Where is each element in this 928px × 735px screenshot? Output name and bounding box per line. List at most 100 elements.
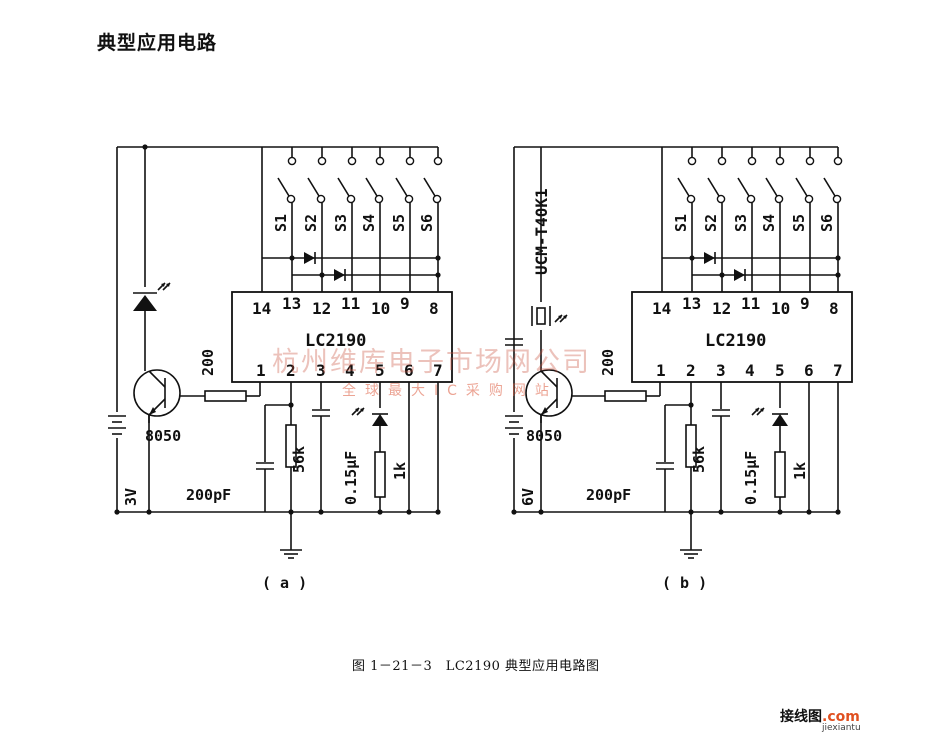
switch-label-S5: S5 [790, 214, 808, 232]
ic-pin-top-14: 14 [252, 299, 271, 318]
led-diode [704, 252, 715, 264]
junction-dot [318, 509, 324, 515]
switch-blade [823, 177, 836, 197]
led-diode [372, 414, 388, 426]
switch-contact [287, 156, 297, 166]
switch-contact [432, 194, 442, 204]
ic-pin-bottom-2: 2 [286, 361, 296, 380]
switch-contact [687, 156, 697, 166]
junction-dot [538, 509, 544, 515]
resistor-1k [374, 451, 386, 498]
junction-dot [142, 144, 148, 150]
light-arrow-head [755, 408, 759, 412]
label-0.15uf: 0.15μF [742, 451, 760, 505]
junction-dot [146, 509, 152, 515]
switch-contact [832, 194, 842, 204]
ic-pin-bottom-7: 7 [833, 361, 843, 380]
site-logo-domain: .com [822, 709, 860, 725]
ic-pin-bottom-4: 4 [745, 361, 755, 380]
label-8050: 8050 [526, 427, 562, 445]
ic-pin-bottom-1: 1 [256, 361, 266, 380]
switch-blade [737, 177, 750, 197]
label-battery: 3V [122, 488, 140, 506]
ic-pin-bottom-1: 1 [656, 361, 666, 380]
switch-label-S3: S3 [332, 214, 350, 232]
label-1k: 1k [391, 462, 409, 480]
ic-pin-top-10: 10 [771, 299, 790, 318]
light-arrow-head [355, 408, 359, 412]
label-56k: 56k [690, 446, 708, 473]
transistor-arrow [149, 407, 156, 415]
switch-contact [805, 156, 815, 166]
switch-contact [286, 194, 296, 204]
junction-dot [377, 509, 383, 515]
panel-b-label: ( b ) [662, 574, 707, 592]
switch-contact [747, 156, 757, 166]
label-battery: 6V [519, 488, 537, 506]
switch-label-S3: S3 [732, 214, 750, 232]
site-logo: 接线图.com [780, 706, 860, 726]
switch-label-S4: S4 [760, 214, 778, 232]
switch-label-S5: S5 [390, 214, 408, 232]
resistor-1k [774, 451, 786, 498]
switch-contact [717, 156, 727, 166]
ic-pin-top-13: 13 [682, 294, 701, 313]
ic-pin-bottom-4: 4 [345, 361, 355, 380]
site-url: jiexiantu [822, 723, 861, 733]
switch-label-S4: S4 [360, 214, 378, 232]
ic-body [231, 291, 453, 383]
ic-pin-top-9: 9 [400, 294, 410, 313]
junction-dot [435, 509, 441, 515]
switch-contact [804, 194, 814, 204]
switch-label-S1: S1 [672, 214, 690, 232]
switch-contact [433, 156, 443, 166]
ic-pin-top-12: 12 [312, 299, 331, 318]
junction-dot [718, 509, 724, 515]
switch-blade [765, 177, 778, 197]
ic-pin-bottom-5: 5 [775, 361, 785, 380]
label-200: 200 [199, 349, 217, 376]
ic-pin-top-12: 12 [712, 299, 731, 318]
switch-blade [395, 177, 408, 197]
switch-contact [775, 156, 785, 166]
switch-label-S2: S2 [702, 214, 720, 232]
led-diode [734, 269, 745, 281]
ic-pin-bottom-2: 2 [686, 361, 696, 380]
transistor-collector [148, 370, 166, 388]
ic-body [631, 291, 853, 383]
switch-contact [833, 156, 843, 166]
switch-blade [423, 177, 436, 197]
switch-contact [374, 194, 384, 204]
switch-label-S6: S6 [818, 214, 836, 232]
switch-blade [365, 177, 378, 197]
led-diode [772, 414, 788, 426]
switch-blade [707, 177, 720, 197]
switch-contact [746, 194, 756, 204]
led-diode [334, 269, 345, 281]
ic-pin-top-8: 8 [829, 299, 839, 318]
panel-a-label: ( a ) [262, 574, 307, 592]
transistor-arrow [541, 407, 548, 415]
light-arrow-head [360, 408, 364, 412]
switch-contact [347, 156, 357, 166]
switch-blade [277, 177, 290, 197]
switch-blade [337, 177, 350, 197]
junction-dot [806, 509, 812, 515]
light-arrow-head [563, 315, 567, 319]
ultrasonic-transducer [536, 307, 546, 325]
label-200pf: 200pF [186, 486, 231, 504]
ic-pin-top-11: 11 [341, 294, 360, 313]
ic-pin-bottom-7: 7 [433, 361, 443, 380]
transistor-collector [540, 370, 558, 388]
ic-pin-bottom-5: 5 [375, 361, 385, 380]
light-arrow-head [760, 408, 764, 412]
ic-pin-bottom-6: 6 [804, 361, 814, 380]
switch-contact [316, 194, 326, 204]
junction-dot [114, 509, 120, 515]
resistor-200 [204, 390, 247, 402]
ic-pin-top-8: 8 [429, 299, 439, 318]
ic-pin-top-11: 11 [741, 294, 760, 313]
